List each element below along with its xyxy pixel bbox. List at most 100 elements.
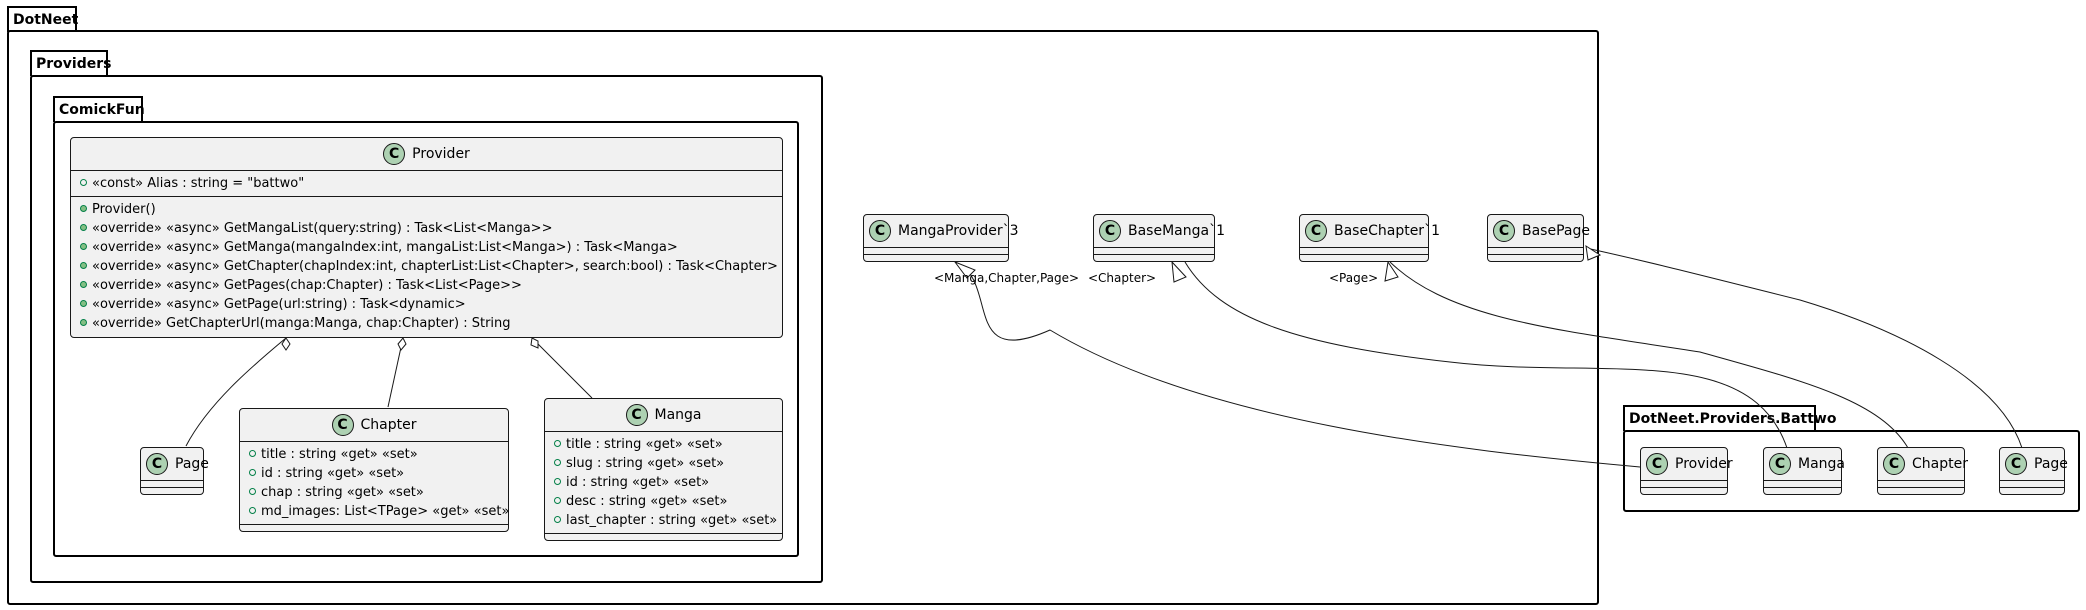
methods-section (1641, 488, 1727, 494)
fields-section (864, 248, 1008, 255)
fields-section (1764, 481, 1841, 488)
class-chapter[interactable]: C Chapter title : string «get» «set» id … (239, 408, 509, 532)
method-row: «override» «async» GetMangaList(query:st… (71, 219, 782, 238)
class-header: C Page (141, 448, 209, 481)
package-tab-dotneet: DotNeet (7, 6, 78, 32)
generic-label-mangaprovider: <Manga,Chapter,Page> (934, 271, 1080, 285)
methods-section: Provider() «override» «async» GetMangaLi… (71, 197, 782, 336)
class-name: Chapter (1912, 456, 1968, 472)
class-page[interactable]: C Page (140, 447, 209, 495)
field-text: «const» Alias : string = "battwo" (92, 176, 305, 191)
field-text: last_chapter : string «get» «set» (566, 513, 778, 528)
field-text: chap : string «get» «set» (261, 485, 424, 500)
package-tab-battwo: DotNeet.Providers.Battwo (1623, 405, 1836, 431)
fields-section (1094, 248, 1214, 255)
class-c-icon: C (869, 220, 891, 242)
class-mangaprovider[interactable]: C MangaProvider`3 (863, 214, 1019, 262)
methods-section (1764, 488, 1841, 494)
class-basemanga[interactable]: C BaseManga`1 (1093, 214, 1225, 262)
class-c-icon: C (146, 453, 168, 475)
class-battwo-chapter[interactable]: C Chapter (1877, 447, 1968, 495)
public-method-icon (80, 205, 87, 212)
class-battwo-page[interactable]: C Page (1999, 447, 2068, 495)
field-row: md_images: List<TPage> «get» «set» (240, 502, 509, 521)
field-text: id : string «get» «set» (261, 466, 405, 481)
public-method-icon (80, 300, 87, 307)
field-text: id : string «get» «set» (566, 475, 710, 490)
class-basepage[interactable]: C BasePage (1487, 214, 1590, 262)
public-field-icon (554, 516, 561, 523)
public-method-icon (80, 319, 87, 326)
public-field-icon (554, 440, 561, 447)
field-row: last_chapter : string «get» «set» (545, 511, 782, 530)
methods-section (1094, 255, 1214, 261)
public-method-icon (80, 243, 87, 250)
class-header: C Manga (1764, 448, 1845, 481)
methods-section (864, 255, 1008, 261)
class-battwo-provider[interactable]: C Provider (1640, 447, 1733, 495)
method-row: «override» «async» GetManga(mangaIndex:i… (71, 238, 782, 257)
class-c-icon: C (331, 414, 354, 436)
field-text: title : string «get» «set» (566, 437, 723, 452)
package-tab-providers: Providers (30, 50, 111, 76)
class-name: Provider (1675, 456, 1733, 472)
public-field-icon (249, 469, 256, 476)
field-text: desc : string «get» «set» (566, 494, 728, 509)
class-name: Chapter (360, 417, 417, 433)
package-comickfun (53, 121, 799, 557)
class-header: C Provider (1641, 448, 1733, 481)
fields-section: «const» Alias : string = "battwo" (71, 171, 782, 197)
class-name: Page (175, 456, 209, 472)
field-row: id : string «get» «set» (240, 464, 508, 483)
fields-section (2000, 481, 2064, 488)
field-row: id : string «get» «set» (545, 473, 782, 492)
public-field-icon (249, 450, 256, 457)
method-row: «override» «async» GetPage(url:string) :… (71, 295, 782, 314)
public-method-icon (80, 224, 87, 231)
class-header: C Chapter (1878, 448, 1968, 481)
method-row: «override» GetChapterUrl(manga:Manga, ch… (71, 314, 782, 333)
fields-section (141, 481, 203, 488)
method-row: Provider() (71, 200, 782, 219)
methods-section (240, 525, 508, 531)
class-c-icon: C (1646, 453, 1668, 475)
field-row: slug : string «get» «set» (545, 454, 782, 473)
method-text: «override» «async» GetChapter(chapIndex:… (92, 259, 778, 274)
public-field-icon (249, 488, 256, 495)
class-c-icon: C (2005, 453, 2027, 475)
field-row: chap : string «get» «set» (240, 483, 508, 502)
method-text: «override» GetChapterUrl(manga:Manga, ch… (92, 316, 511, 331)
methods-section (141, 488, 203, 494)
package-providers (30, 75, 823, 583)
public-field-icon (554, 459, 561, 466)
public-field-icon (249, 507, 256, 514)
class-c-icon: C (1493, 220, 1515, 242)
class-basechapter[interactable]: C BaseChapter`1 (1299, 214, 1440, 262)
class-c-icon: C (1769, 453, 1791, 475)
class-manga[interactable]: C Manga title : string «get» «set» slug … (544, 398, 783, 541)
class-c-icon: C (1099, 220, 1121, 242)
fields-section: title : string «get» «set» id : string «… (240, 442, 509, 525)
field-text: slug : string «get» «set» (566, 456, 725, 471)
methods-section (2000, 488, 2064, 494)
class-battwo-manga[interactable]: C Manga (1763, 447, 1845, 495)
class-header: C BasePage (1488, 215, 1590, 248)
public-field-icon (80, 179, 87, 186)
fields-section: title : string «get» «set» slug : string… (545, 432, 782, 534)
method-row: «override» «async» GetPages(chap:Chapter… (71, 276, 782, 295)
class-name: Page (2034, 456, 2068, 472)
class-name: Provider (412, 146, 470, 162)
methods-section (1488, 255, 1583, 261)
package-tab-comickfun: ComickFun (53, 96, 145, 122)
method-text: «override» «async» GetManga(mangaIndex:i… (92, 240, 678, 255)
method-text: Provider() (92, 202, 156, 217)
field-row: desc : string «get» «set» (545, 492, 782, 511)
class-c-icon: C (1305, 220, 1327, 242)
class-name: BaseChapter`1 (1334, 223, 1440, 239)
class-c-icon: C (625, 404, 648, 426)
class-provider[interactable]: C Provider «const» Alias : string = "bat… (70, 137, 783, 338)
public-method-icon (80, 281, 87, 288)
class-header: C BaseChapter`1 (1300, 215, 1440, 248)
class-header: C Manga (545, 399, 782, 432)
class-header: C MangaProvider`3 (864, 215, 1019, 248)
